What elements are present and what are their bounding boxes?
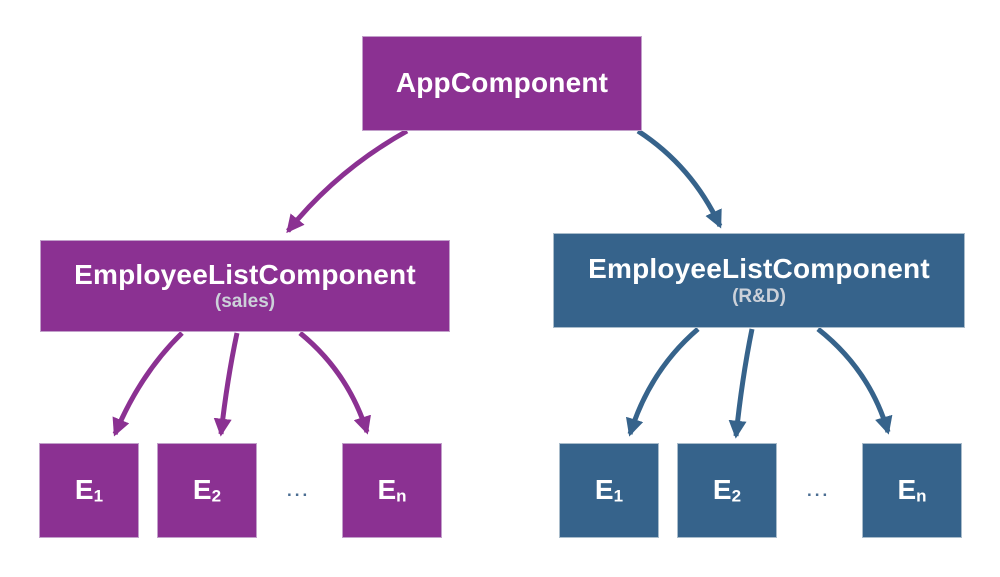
- arrow-rnd-to-e2: [728, 328, 755, 439]
- arrow-sales-to-e2: [213, 332, 240, 437]
- node-sales-e1: E1: [39, 443, 139, 538]
- node-sales-en: En: [342, 443, 442, 538]
- arrow-rnd-to-e1: [625, 327, 700, 437]
- arrow-rnd-to-en: [816, 327, 893, 435]
- leaf-subscript: 1: [613, 486, 624, 506]
- node-app-component: AppComponent: [362, 36, 642, 131]
- leaf-label: E: [192, 474, 212, 506]
- leaf-subscript: 1: [93, 486, 104, 506]
- leaf-label: E: [594, 474, 614, 506]
- ellipsis-rnd: ...: [807, 481, 831, 500]
- arrow-app-to-rnd: [636, 128, 723, 229]
- node-employee-list-rnd: EmployeeListComponent (R&D): [553, 233, 965, 328]
- node-sales-e2: E2: [157, 443, 257, 538]
- arrow-app-to-sales: [286, 128, 409, 234]
- node-employee-list-sales: EmployeeListComponent (sales): [40, 240, 450, 332]
- leaf-label: E: [377, 474, 397, 506]
- leaf-label: E: [897, 474, 917, 506]
- node-label: EmployeeListComponent: [74, 258, 416, 290]
- node-label: AppComponent: [395, 67, 609, 99]
- node-sublabel: (R&D): [732, 285, 786, 307]
- leaf-subscript: 2: [731, 486, 742, 506]
- node-sublabel: (sales): [214, 291, 276, 313]
- arrow-sales-to-e1: [112, 331, 184, 437]
- leaf-label: E: [712, 474, 732, 506]
- leaf-subscript: 2: [211, 486, 222, 506]
- leaf-subscript: n: [396, 486, 407, 506]
- ellipsis-sales: ...: [287, 481, 311, 500]
- node-rnd-en: En: [862, 443, 962, 538]
- leaf-label: E: [74, 474, 94, 506]
- node-rnd-e1: E1: [559, 443, 659, 538]
- arrow-sales-to-en: [298, 331, 371, 435]
- node-label: EmployeeListComponent: [588, 253, 930, 285]
- leaf-subscript: n: [916, 486, 927, 506]
- node-rnd-e2: E2: [677, 443, 777, 538]
